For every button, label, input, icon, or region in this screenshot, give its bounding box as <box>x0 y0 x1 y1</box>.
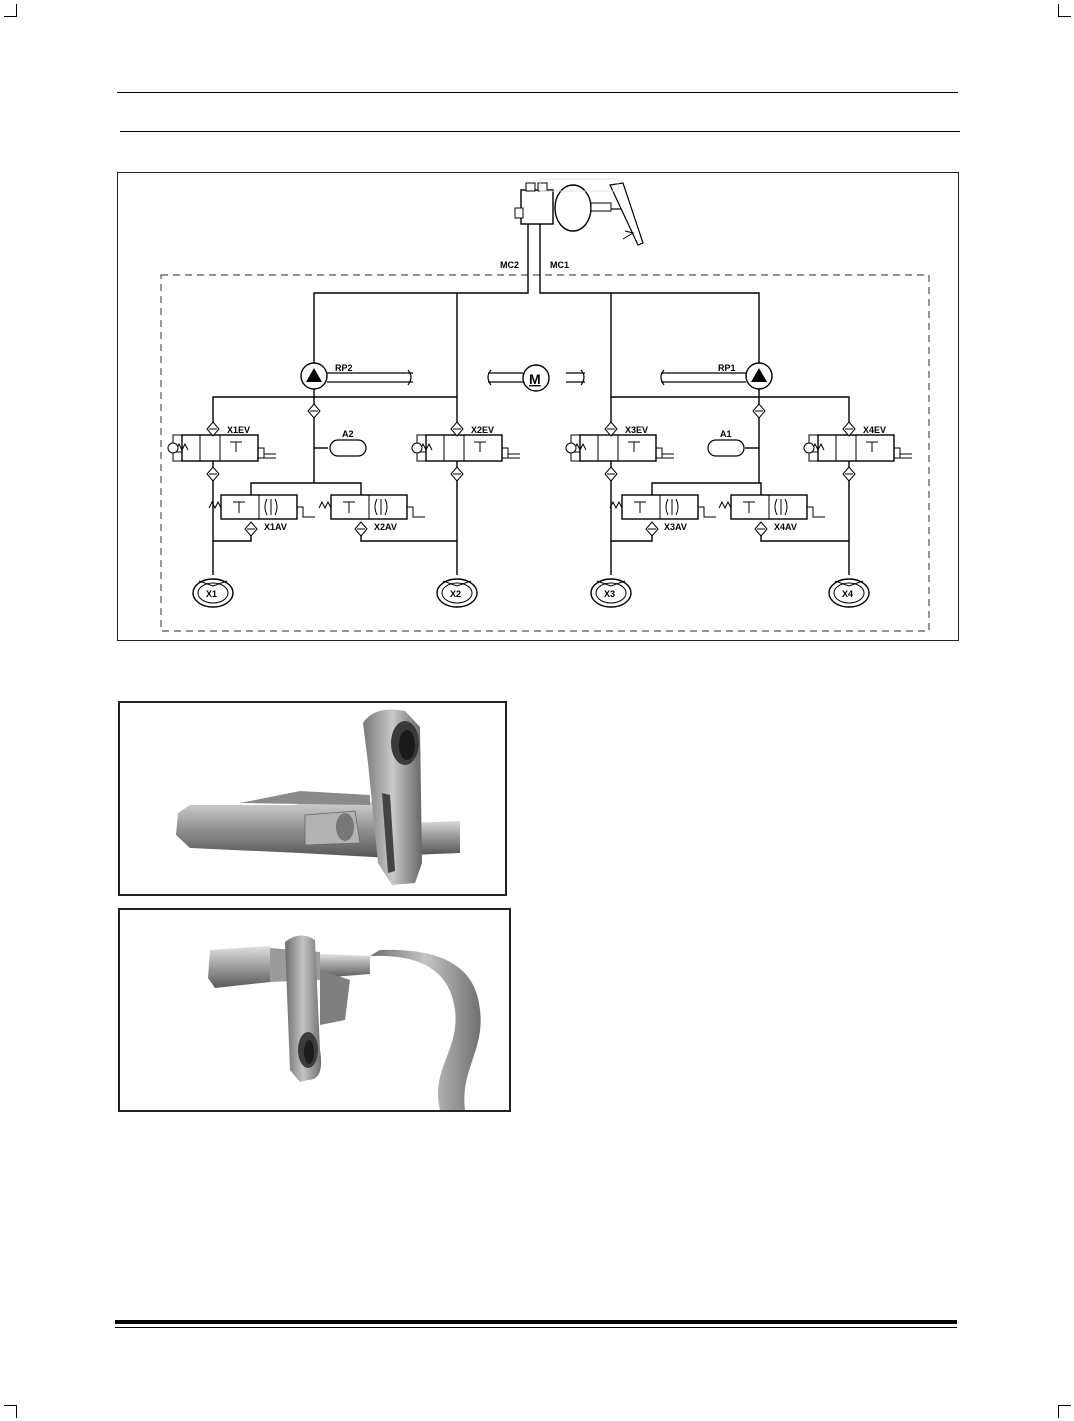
x3-label: X3 <box>604 589 615 599</box>
x3ev-label: X3EV <box>625 425 648 435</box>
x2-label: X2 <box>450 589 461 599</box>
x2ev-label: X2EV <box>471 425 494 435</box>
x1-label: X1 <box>206 589 217 599</box>
sensor-photo-2 <box>118 908 511 1112</box>
x3av-label: X3AV <box>664 522 687 532</box>
valve-x1av-icon <box>208 494 316 520</box>
sensor-image-2 <box>208 935 481 1110</box>
valve-x4av-icon <box>718 494 826 520</box>
x4-label: X4 <box>842 589 853 599</box>
pump-rp1-icon <box>745 362 773 390</box>
sensor-image-1 <box>176 709 460 885</box>
header-rule-bottom <box>120 131 960 132</box>
footer-rule-thick <box>115 1320 957 1324</box>
valve-x2av-icon <box>318 494 426 520</box>
accumulator-a2-icon <box>329 439 367 457</box>
accumulator-a1-icon <box>707 439 745 457</box>
pump-rp2-icon <box>300 362 328 390</box>
hydraulic-diagram: MC2 MC1 RP2 RP1 <box>160 178 930 632</box>
crop-mark-bottom-left <box>4 1405 17 1418</box>
footer-rule-thin <box>115 1327 957 1328</box>
hydraulic-diagram-frame: MC2 MC1 RP2 RP1 <box>117 172 959 641</box>
valve-x3ev-icon <box>567 434 675 462</box>
motor-label: M <box>529 371 541 387</box>
x2av-label: X2AV <box>374 522 397 532</box>
rp1-label: RP1 <box>718 363 736 373</box>
mc2-label: MC2 <box>500 260 519 270</box>
x4av-label: X4AV <box>774 522 797 532</box>
valve-x4ev-icon <box>805 434 913 462</box>
a2-label: A2 <box>342 429 354 439</box>
x4ev-label: X4EV <box>863 425 886 435</box>
crop-mark-bottom-right <box>1058 1405 1071 1418</box>
mc1-label: MC1 <box>550 260 569 270</box>
master-cylinder-icon <box>514 178 644 246</box>
x1ev-label: X1EV <box>227 425 250 435</box>
a1-label: A1 <box>720 429 732 439</box>
crop-mark-top-left <box>4 4 17 17</box>
rp2-label: RP2 <box>335 363 353 373</box>
sensor-photo-1 <box>118 701 507 896</box>
valve-x2ev-icon <box>413 434 521 462</box>
valve-x1ev-icon <box>169 434 277 462</box>
motor-icon <box>522 364 550 392</box>
valve-x3av-icon <box>609 494 717 520</box>
header-rule-top <box>117 92 958 93</box>
crop-mark-top-right <box>1058 4 1071 17</box>
x1av-label: X1AV <box>264 522 287 532</box>
